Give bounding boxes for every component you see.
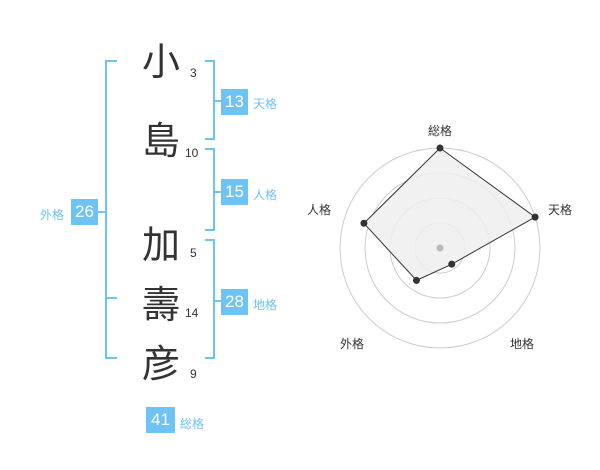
stroke-count-4: 14	[185, 306, 199, 320]
radar-point-2	[531, 213, 539, 221]
gaikaku-label: 外格	[40, 208, 65, 222]
radar-area	[363, 147, 537, 281]
jinkaku-value: 15	[221, 179, 248, 205]
radar-center-dot	[436, 244, 444, 252]
stroke-count-3: 5	[190, 246, 197, 260]
tenkaku-label: 天格	[253, 97, 278, 111]
chikaku-bracket	[205, 239, 215, 359]
radar-axis-label-gaikaku: 外格	[340, 337, 365, 351]
chikaku-value: 28	[221, 289, 248, 315]
soukaku-label: 総格	[180, 417, 205, 431]
name-char-5: 彦	[142, 342, 181, 386]
stroke-count-2: 10	[185, 146, 199, 160]
stroke-count-5: 9	[190, 367, 197, 381]
chikaku-label: 地格	[253, 298, 278, 312]
gaikaku-bracket	[105, 60, 117, 359]
name-char-1: 小	[142, 40, 181, 84]
tenkaku-value: 13	[221, 89, 248, 115]
jinkaku-label: 人格	[253, 188, 278, 202]
radar-point-4	[412, 276, 420, 284]
jinkaku-bracket	[205, 148, 215, 231]
radar-axis-label-jinkaku: 人格	[307, 203, 332, 217]
radar-axis-label-soukaku: 総格	[428, 124, 453, 138]
soukaku-value: 41	[146, 407, 175, 433]
name-char-3: 加	[142, 223, 181, 267]
name-char-4: 壽	[142, 283, 181, 327]
radar-axis-label-chikaku: 地格	[510, 337, 535, 351]
stroke-count-1: 3	[190, 66, 197, 80]
radar-axis-label-tenkaku: 天格	[548, 203, 573, 217]
gaikaku-value: 26	[71, 199, 98, 225]
name-char-2: 島	[142, 119, 181, 163]
radar-point-5	[360, 219, 368, 227]
radar-point-3	[448, 260, 456, 268]
radar-point-1	[436, 144, 444, 152]
